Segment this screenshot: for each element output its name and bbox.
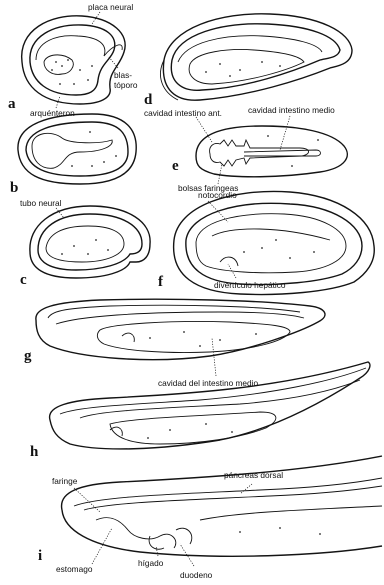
label-duodeno: duodeno bbox=[180, 570, 213, 580]
embryo-h bbox=[50, 362, 370, 449]
panel-letter-f: f bbox=[158, 274, 164, 290]
panel-letter-a: a bbox=[8, 96, 16, 112]
panel-letter-e: e bbox=[172, 158, 179, 174]
label-cavidad-intestino-medio: cavidad del intestino medio bbox=[158, 378, 258, 388]
embryo-a bbox=[22, 16, 125, 104]
embryo-b bbox=[18, 114, 136, 184]
embryo-c bbox=[30, 206, 150, 278]
panel-letter-i: i bbox=[38, 548, 42, 564]
label-diverticulo-hepatico: divertículo hepático bbox=[214, 280, 286, 290]
label-cavidad-intestino-ant: cavidad intestino ant. bbox=[144, 108, 222, 118]
label-blastoporo-1: blas- bbox=[114, 70, 132, 80]
label-cavidad-intestino-medio-e: cavidad intestino medio bbox=[248, 105, 335, 115]
embryo-e bbox=[196, 126, 347, 177]
panel-letter-c: c bbox=[20, 272, 27, 288]
label-notocordio: notocordio bbox=[198, 190, 237, 200]
label-pancreas-dorsal: páncreas dorsal bbox=[224, 470, 283, 480]
label-estomago: estomago bbox=[56, 564, 93, 574]
embryo-d bbox=[160, 14, 352, 100]
embryo-i bbox=[62, 456, 382, 556]
panel-letter-d: d bbox=[144, 92, 153, 108]
label-placa-neural: placa neural bbox=[88, 2, 133, 12]
label-faringe: faringe bbox=[52, 476, 78, 486]
embryo-g bbox=[36, 299, 325, 359]
panel-letter-h: h bbox=[30, 444, 39, 460]
label-tubo-neural: tubo neural bbox=[20, 198, 62, 208]
label-arquenteron: arquénteron bbox=[30, 108, 75, 118]
label-blastoporo-2: tóporo bbox=[114, 80, 138, 90]
panel-letter-b: b bbox=[10, 180, 18, 196]
panel-letter-g: g bbox=[24, 348, 32, 364]
label-higado: hígado bbox=[138, 558, 164, 568]
